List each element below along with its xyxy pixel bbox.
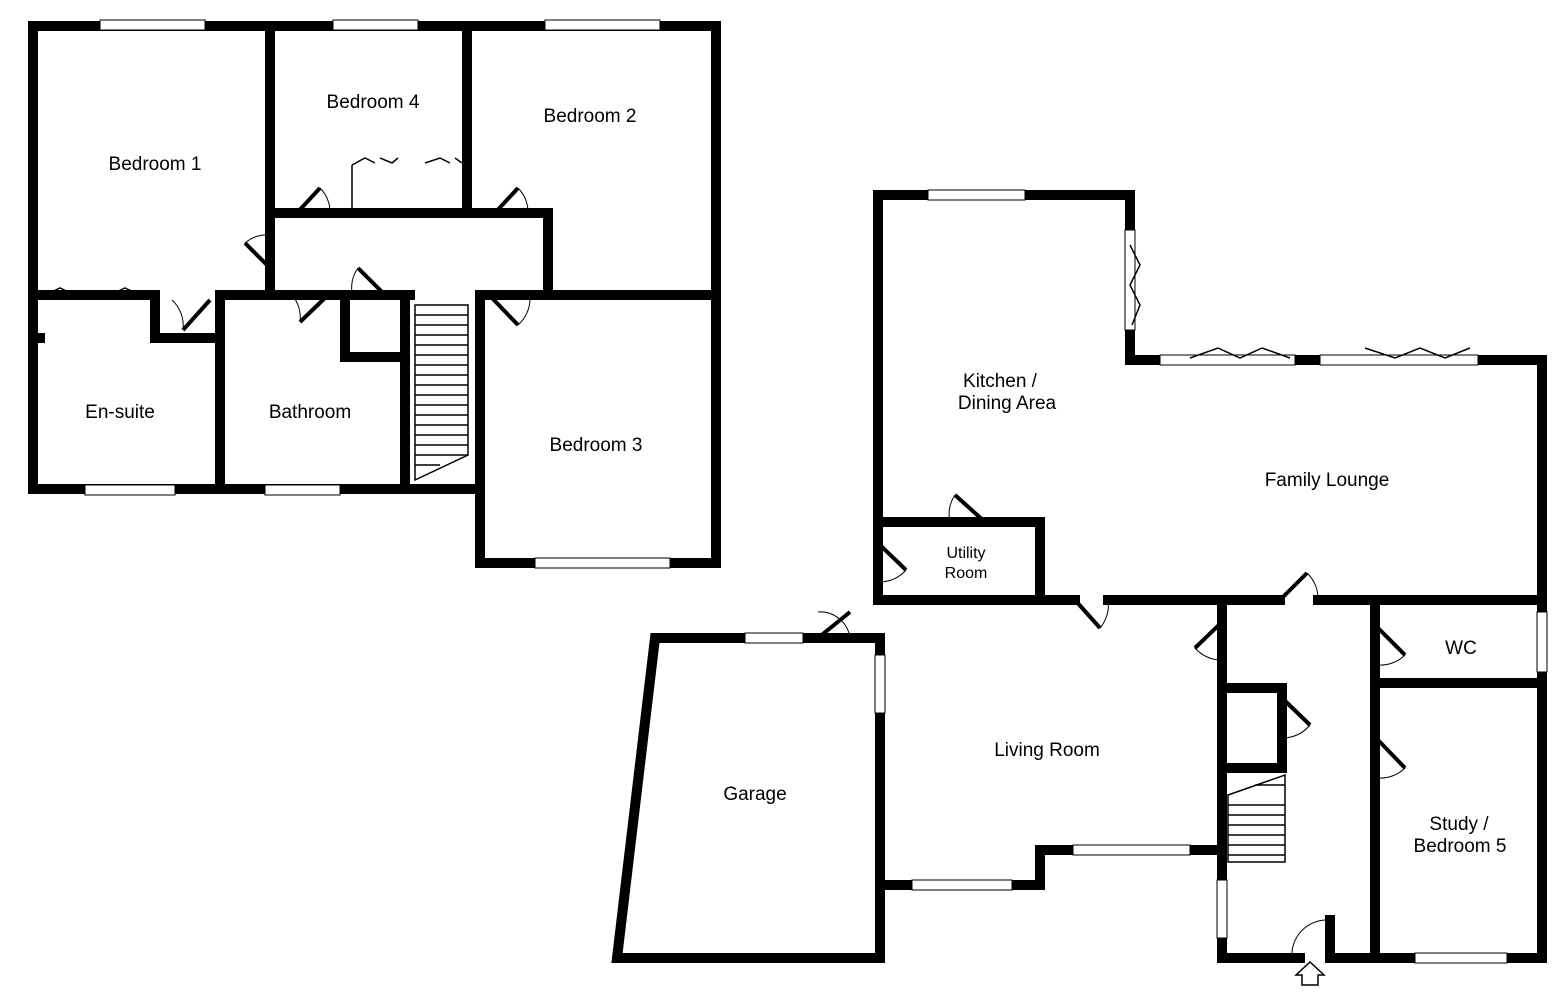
room-label-utility-1: Utility [946, 545, 985, 562]
window [1216, 879, 1228, 939]
room-label-ensuite: En-suite [85, 402, 155, 423]
room-label-bedroom-2: Bedroom 2 [544, 106, 637, 127]
room-label-kitchen-1: Kitchen / [963, 371, 1038, 392]
room-label-bedroom-3: Bedroom 3 [550, 435, 643, 456]
window [99, 19, 206, 31]
window [1414, 952, 1508, 964]
doors [816, 244, 1471, 959]
doors [44, 157, 531, 332]
window [744, 632, 804, 644]
window [544, 19, 661, 31]
staircase [414, 304, 469, 482]
room-label-living-room: Living Room [994, 740, 1100, 761]
bifold-door [1124, 229, 1136, 331]
window [911, 879, 1013, 891]
window [1536, 611, 1548, 673]
ground-floor-plan: Kitchen / Dining Area Family Lounge Util… [611, 189, 1548, 986]
room-label-garage: Garage [723, 784, 786, 805]
window [332, 19, 419, 31]
window [1072, 844, 1191, 856]
bifold-door [1319, 354, 1479, 366]
first-floor-plan: Bedroom 1 Bedroom 4 Bedroom 2 Bedroom 3 … [28, 19, 721, 569]
room-label-bedroom-4: Bedroom 4 [327, 92, 420, 113]
room-label-wc: WC [1445, 638, 1477, 659]
window [534, 557, 671, 569]
room-label-bedroom-1: Bedroom 1 [109, 154, 202, 175]
window [264, 484, 341, 496]
bifold-door [1159, 354, 1296, 366]
room-label-family-lounge: Family Lounge [1265, 470, 1390, 491]
room-label-study-1: Study / [1429, 814, 1489, 835]
window [874, 654, 886, 714]
entrance-arrow-icon [1294, 960, 1326, 986]
room-label-study-2: Bedroom 5 [1414, 836, 1507, 857]
room-label-bathroom: Bathroom [269, 402, 351, 423]
window [927, 189, 1026, 201]
room-label-kitchen-2: Dining Area [958, 393, 1057, 414]
window [84, 484, 176, 496]
staircase [1227, 773, 1286, 863]
room-label-utility-2: Room [945, 565, 988, 582]
